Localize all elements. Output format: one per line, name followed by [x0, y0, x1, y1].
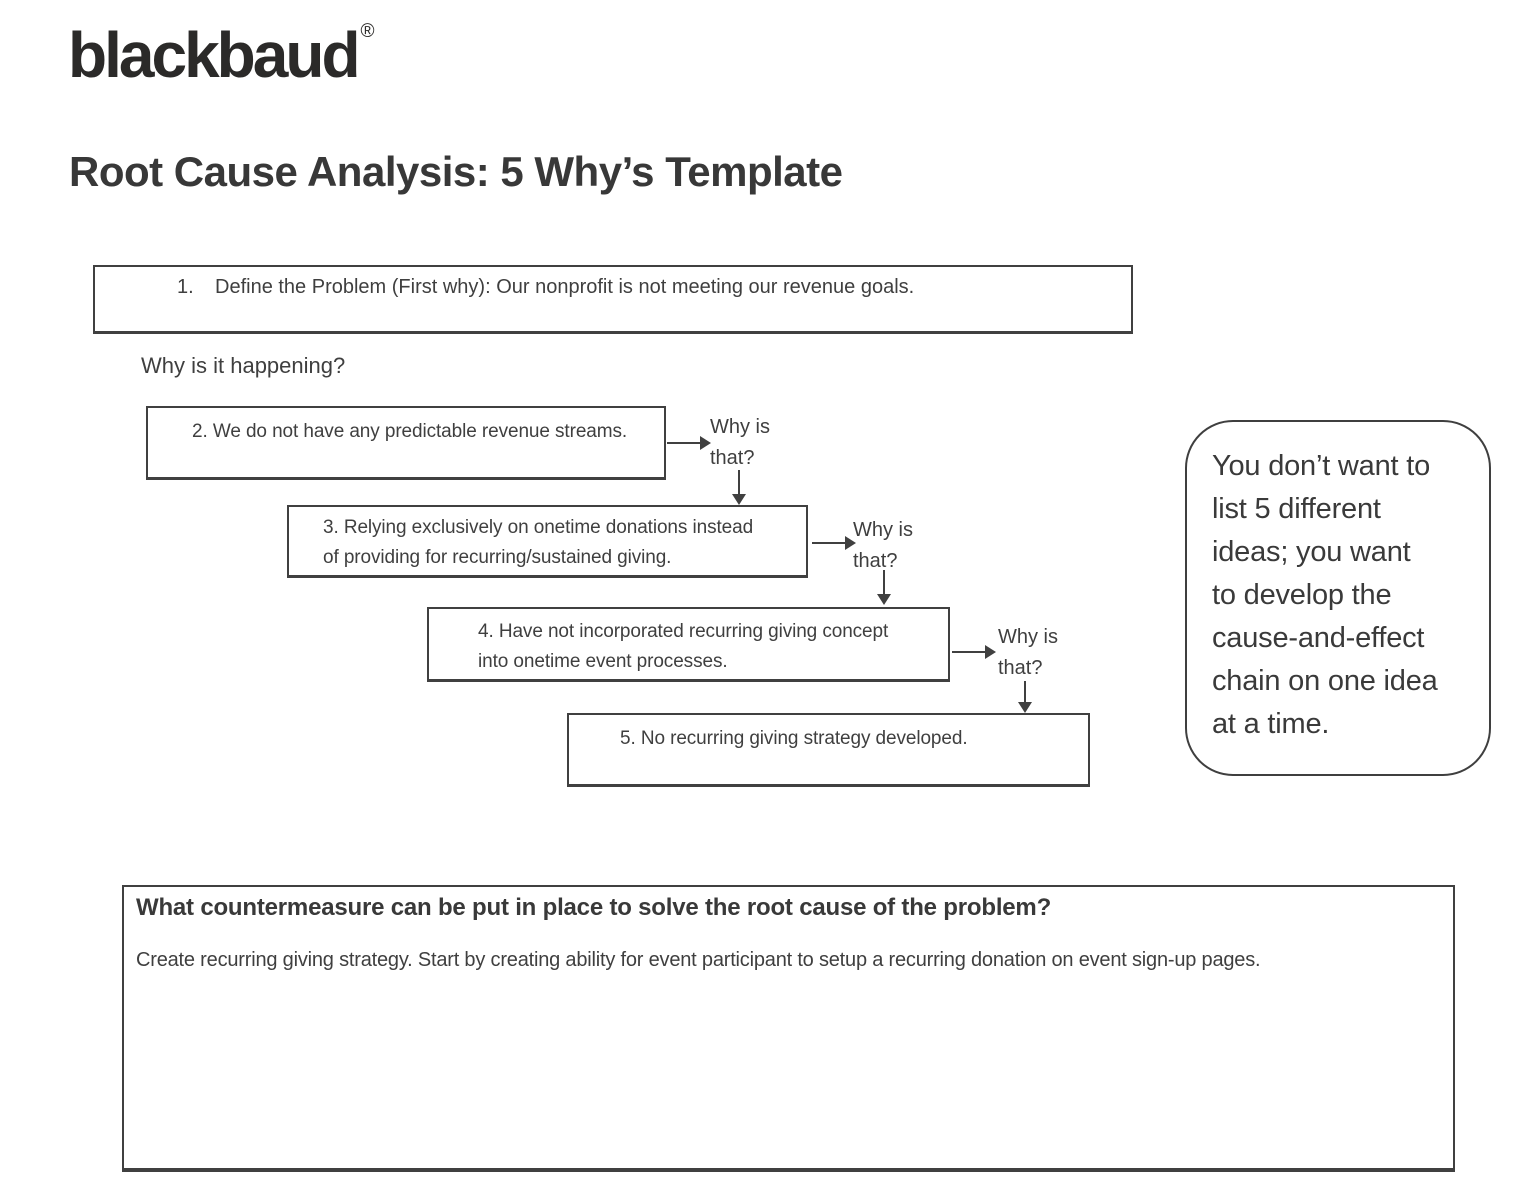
arrow-down-icon — [1018, 681, 1032, 713]
why-box-4: 4. Have not incorporated recurring givin… — [427, 607, 950, 682]
countermeasure-heading: What countermeasure can be put in place … — [136, 894, 1052, 921]
problem-definition-box: 1. Define the Problem (First why): Our no… — [93, 265, 1133, 334]
countermeasure-box: What countermeasure can be put in place … — [122, 885, 1455, 1172]
problem-definition-text: 1. Define the Problem (First why): Our no… — [95, 267, 1131, 299]
problem-text: Define the Problem (First why): Our nonp… — [215, 276, 915, 298]
why-box-5: 5. No recurring giving strategy develope… — [567, 713, 1090, 787]
why-box-3: 3. Relying exclusively on onetime donati… — [287, 505, 808, 578]
registered-trademark-symbol: ® — [360, 20, 375, 42]
logo-wordmark: blackbaud — [68, 19, 361, 91]
callout-note: You don’t want to list 5 different ideas… — [1185, 420, 1491, 776]
arrow-right-icon — [952, 645, 996, 659]
why-box-2: 2. We do not have any predictable revenu… — [146, 406, 666, 480]
why-happening-label: Why is it happening? — [141, 353, 346, 378]
problem-number: 1. — [177, 276, 194, 298]
arrow-down-icon — [877, 570, 891, 605]
arrow-right-icon — [812, 536, 856, 550]
why-is-that-label-3: Why is that? — [998, 626, 1058, 679]
page-title: Root Cause Analysis: 5 Why’s Template — [69, 148, 843, 195]
blackbaud-logo: blackbaud® — [68, 18, 375, 92]
arrow-right-icon — [667, 436, 711, 450]
countermeasure-body: Create recurring giving strategy. Start … — [136, 949, 1261, 971]
why-is-that-label-1: Why is that? — [710, 416, 770, 469]
arrow-down-icon — [732, 470, 746, 505]
why-is-that-label-2: Why is that? — [853, 519, 913, 572]
